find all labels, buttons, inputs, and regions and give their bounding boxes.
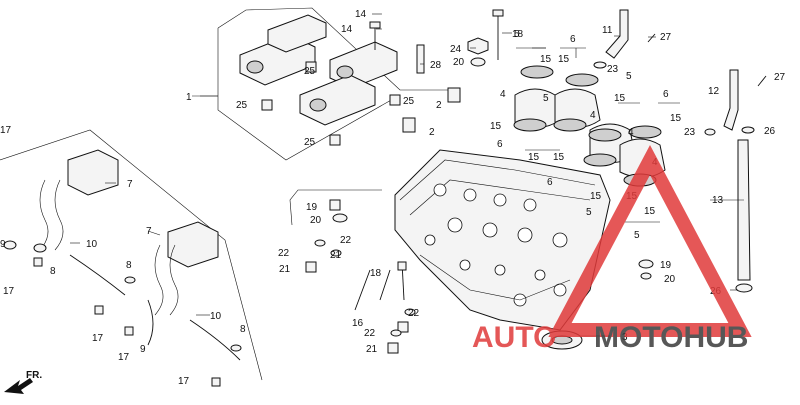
callout-8: 8: [126, 260, 132, 271]
warning-triangle-icon: [548, 145, 752, 337]
breather-tubes: [593, 9, 767, 293]
callout-20: 20: [453, 57, 465, 68]
callout-25: 25: [403, 96, 415, 107]
callout-14: 14: [355, 9, 367, 20]
bolts-top: [369, 9, 504, 74]
callout-24: 24: [450, 44, 462, 55]
callout-23: 23: [607, 64, 619, 75]
washers-nuts: [305, 199, 654, 354]
callout-8: 8: [240, 324, 246, 335]
leader-lines: [70, 13, 744, 337]
callout-22: 22: [364, 328, 376, 339]
callout-25: 25: [304, 66, 316, 77]
callout-23: 23: [684, 127, 696, 138]
callout-4: 4: [628, 127, 634, 138]
callout-1: 1: [186, 92, 192, 103]
callout-2: 2: [429, 127, 435, 138]
callout-5: 5: [626, 71, 632, 82]
callout-19: 19: [306, 202, 318, 213]
callout-19: 19: [660, 260, 672, 271]
callout-11: 11: [602, 25, 613, 36]
callout-15: 15: [670, 113, 682, 124]
callout-15: 15: [490, 121, 502, 132]
callout-15: 15: [614, 93, 626, 104]
studs: [354, 261, 407, 311]
watermark: AUTO MOTOHUB: [472, 145, 752, 354]
callout-21: 21: [330, 250, 342, 261]
callout-21: 21: [366, 344, 378, 355]
callout-17: 17: [0, 125, 12, 136]
callout-10: 10: [210, 311, 222, 322]
callout-12: 12: [708, 86, 720, 97]
watermark-text-gray: MOTOHUB: [594, 321, 748, 354]
callout-15: 15: [553, 152, 565, 163]
callout-14: 14: [341, 24, 353, 35]
callout-15: 15: [540, 54, 552, 65]
callout-17: 17: [178, 376, 190, 387]
callout-5: 5: [634, 230, 640, 241]
callout-15: 15: [590, 191, 602, 202]
callout-13: 13: [712, 195, 724, 206]
callout-3: 3: [622, 332, 628, 343]
callout-15: 15: [644, 206, 656, 217]
callout-22: 22: [408, 308, 420, 319]
callout-18: 18: [370, 268, 382, 279]
callout-5: 5: [514, 29, 520, 40]
callout-16: 16: [352, 318, 364, 329]
callout-5: 5: [586, 207, 592, 218]
cylinder-head: [394, 149, 611, 350]
callout-20: 20: [664, 274, 676, 285]
callout-8: 8: [50, 266, 56, 277]
callout-15: 15: [528, 152, 540, 163]
callout-4: 4: [500, 89, 506, 100]
rocker-arm-holders: [239, 14, 461, 146]
front-arrow-icon: FR.: [4, 370, 42, 394]
callout-6: 6: [570, 34, 576, 45]
callout-25: 25: [236, 100, 248, 111]
callout-15: 15: [558, 54, 570, 65]
callout-6: 6: [547, 177, 553, 188]
callout-27: 27: [774, 72, 786, 83]
callout-2: 2: [436, 100, 442, 111]
callout-18: 18: [512, 29, 524, 40]
callout-9: 9: [0, 239, 6, 250]
callout-17: 17: [3, 286, 15, 297]
callout-7: 7: [127, 179, 133, 190]
callout-20: 20: [310, 215, 322, 226]
callout-4: 4: [590, 110, 596, 121]
watermark-text-red: AUTO: [472, 321, 556, 354]
callout-22: 22: [340, 235, 352, 246]
callout-25: 25: [304, 137, 316, 148]
callout-6: 6: [663, 89, 669, 100]
direction-label: FR.: [26, 370, 42, 381]
air-injection-valves: [3, 149, 242, 387]
callout-17: 17: [118, 352, 130, 363]
callout-5: 5: [543, 93, 549, 104]
callout-22: 22: [278, 248, 290, 259]
callout-10: 10: [86, 239, 98, 250]
callout-7: 7: [146, 226, 152, 237]
callout-26: 26: [764, 126, 776, 137]
callout-9: 9: [140, 344, 146, 355]
callout-6: 6: [497, 139, 503, 150]
callout-28: 28: [430, 60, 442, 71]
callout-17: 17: [92, 333, 104, 344]
callout-27: 27: [660, 32, 672, 43]
callout-21: 21: [279, 264, 291, 275]
